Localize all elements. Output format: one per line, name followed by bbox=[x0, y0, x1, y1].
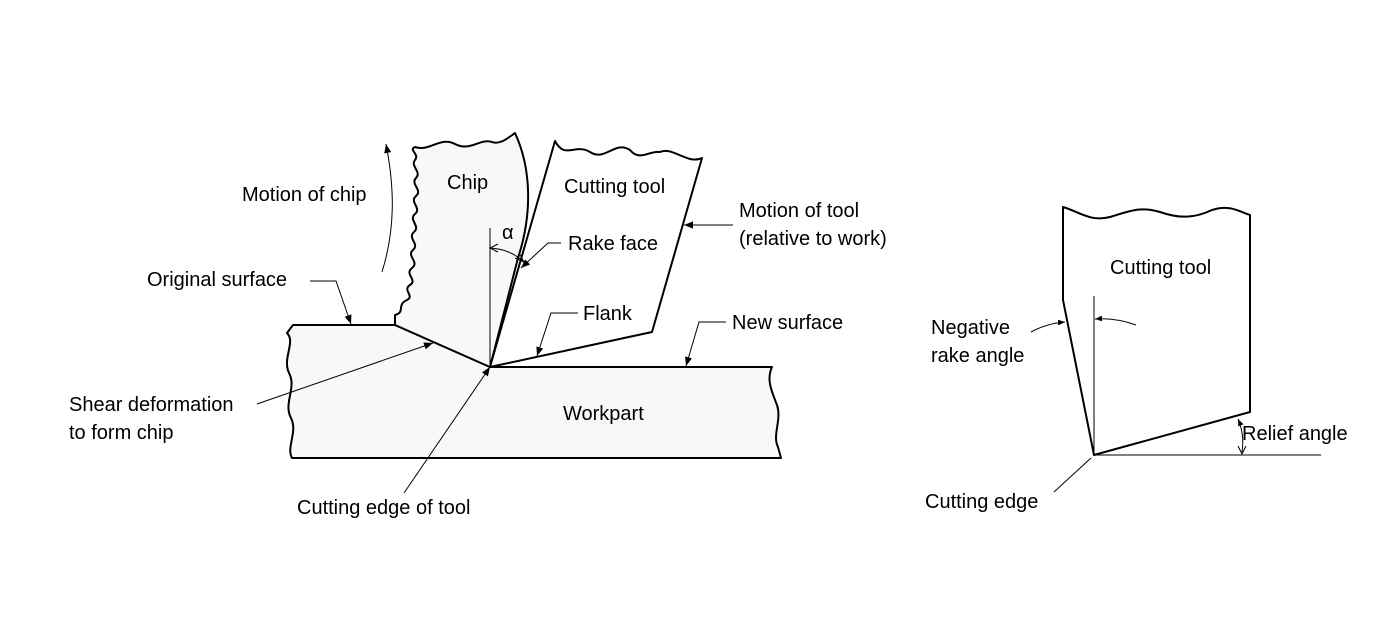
new-surface-leader bbox=[685, 321, 726, 367]
left-diagram: Chip Cutting tool α Rake face Flank Moti… bbox=[69, 132, 887, 519]
right-cutting-edge-label: Cutting edge bbox=[925, 491, 1038, 513]
right-diagram: Cutting tool Negative rake angle Relief … bbox=[925, 206, 1348, 513]
workpart-shape bbox=[286, 324, 782, 459]
motion-of-tool-label-2: (relative to work) bbox=[739, 228, 887, 250]
relief-angle-label: Relief angle bbox=[1242, 423, 1348, 445]
original-surface-label: Original surface bbox=[147, 269, 287, 291]
right-cutting-tool-label: Cutting tool bbox=[1110, 257, 1211, 279]
motion-of-tool-label-1: Motion of tool bbox=[739, 200, 859, 222]
negative-rake-arc bbox=[1094, 315, 1137, 326]
relief-angle-arc bbox=[1237, 418, 1244, 453]
original-surface-leader bbox=[310, 280, 352, 325]
right-cutting-tool-shape bbox=[1062, 206, 1251, 456]
right-cutting-edge-leader bbox=[1053, 457, 1092, 493]
negative-rake-leader bbox=[1030, 319, 1066, 333]
cutting-edge-leader bbox=[403, 366, 491, 494]
rake-face-leader bbox=[520, 242, 561, 269]
motion-of-chip-arrow bbox=[381, 143, 393, 273]
workpart-label: Workpart bbox=[563, 403, 644, 425]
chip-shape bbox=[394, 132, 530, 368]
flank-leader bbox=[536, 312, 578, 357]
rake-face-label: Rake face bbox=[568, 233, 658, 255]
motion-of-chip-label: Motion of chip bbox=[242, 184, 367, 206]
alpha-arrowhead-left bbox=[488, 243, 499, 253]
shear-deformation-label-1: Shear deformation bbox=[69, 394, 234, 416]
relief-angle-arc-lower bbox=[1237, 445, 1247, 456]
cutting-tool-label: Cutting tool bbox=[564, 176, 665, 198]
cutting-edge-of-tool-label: Cutting edge of tool bbox=[297, 497, 470, 519]
flank-label: Flank bbox=[583, 303, 633, 325]
new-surface-label: New surface bbox=[732, 312, 843, 334]
negative-rake-label-2: rake angle bbox=[931, 345, 1024, 367]
alpha-label: α bbox=[502, 222, 514, 244]
negative-rake-label-1: Negative bbox=[931, 317, 1010, 339]
chip-label: Chip bbox=[447, 172, 488, 194]
shear-leader bbox=[256, 342, 434, 405]
shear-deformation-label-2: to form chip bbox=[69, 422, 173, 444]
cutting-tool-shape bbox=[489, 140, 703, 368]
